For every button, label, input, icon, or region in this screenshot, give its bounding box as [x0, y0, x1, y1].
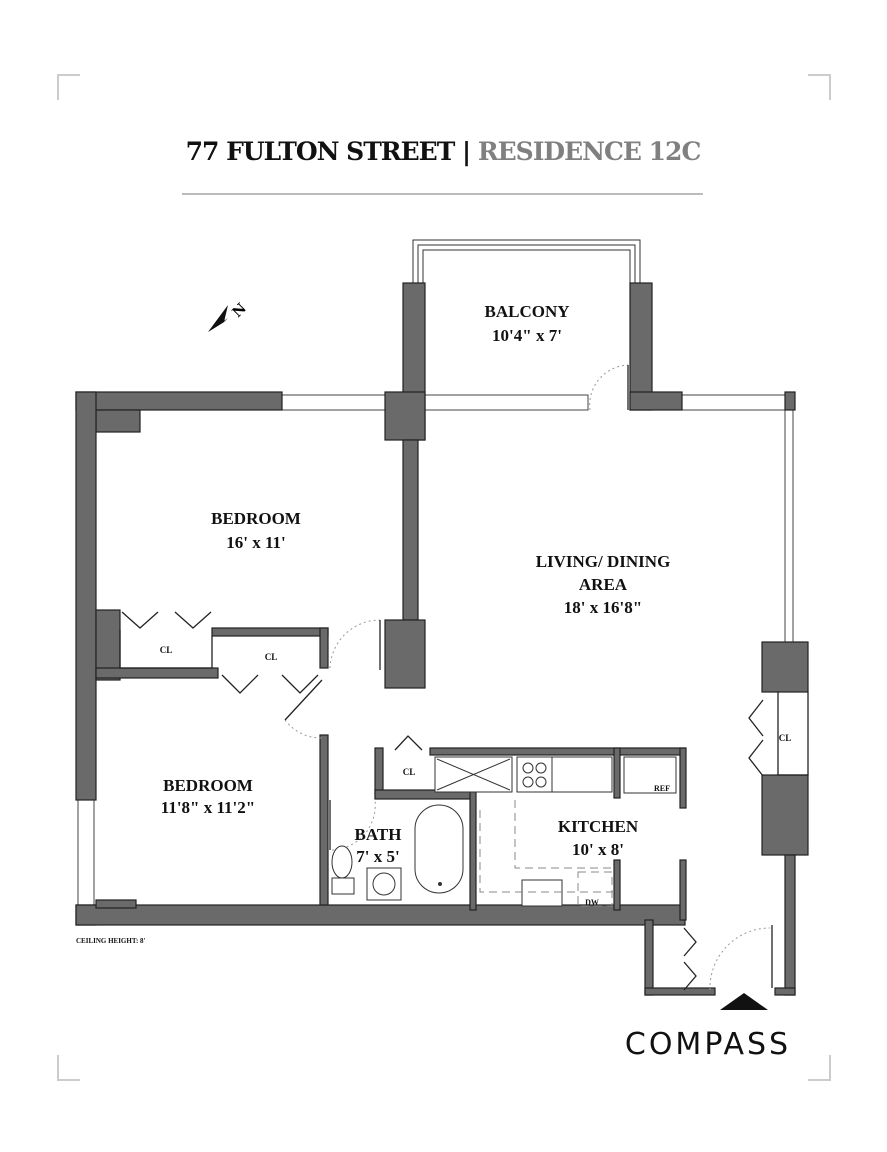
refrigerator-icon — [623, 756, 677, 794]
fixtures — [331, 756, 677, 907]
compass-logo: COMPASS — [625, 1027, 791, 1062]
title: 77 FULTON STREET | RESIDENCE 12C — [186, 137, 701, 166]
address: 77 FULTON STREET — [186, 137, 456, 166]
kitchen-dims: 10' x 8' — [572, 840, 624, 859]
balcony-dims: 10'4" x 7' — [492, 326, 562, 345]
balcony-railing — [412, 239, 641, 283]
corner-marks — [57, 74, 831, 1081]
balcony-label: BALCONY — [484, 302, 569, 321]
stove-icon — [516, 756, 553, 793]
residence: RESIDENCE 12C — [478, 137, 701, 166]
living-dims: 18' x 16'8" — [564, 598, 642, 617]
ref-label: REF — [654, 784, 670, 793]
closet-outlines — [119, 630, 809, 776]
entry-arrow-icon — [720, 993, 768, 1010]
bath-label: BATH — [355, 825, 402, 844]
closet-label: CL — [779, 733, 792, 743]
title-separator: | — [462, 137, 470, 166]
room-labels: BALCONY 10'4" x 7' BEDROOM 16' x 11' LIV… — [160, 302, 792, 907]
living-label-2: AREA — [579, 575, 628, 594]
bath-dims: 7' x 5' — [356, 847, 399, 866]
doors — [121, 364, 773, 991]
toilet-icon — [331, 845, 353, 879]
bedroom2-dims: 11'8" x 11'2" — [161, 798, 255, 817]
north-arrow-icon: N — [208, 300, 250, 332]
living-label: LIVING/ DINING — [536, 552, 671, 571]
bathtub-icon — [414, 804, 464, 894]
closet-label: CL — [265, 652, 278, 662]
closet-label: CL — [403, 767, 416, 777]
kitchen-sink-icon — [521, 879, 563, 907]
walls — [75, 282, 809, 996]
bedroom2-label: BEDROOM — [163, 776, 253, 795]
dw-label: DW — [585, 898, 599, 907]
bedroom1-dims: 16' x 11' — [226, 533, 286, 552]
svg-text:N: N — [230, 300, 251, 321]
kitchen-label: KITCHEN — [558, 817, 639, 836]
bedroom1-label: BEDROOM — [211, 509, 301, 528]
closet-label: CL — [160, 645, 173, 655]
ceiling-height: CEILING HEIGHT: 8' — [76, 937, 146, 945]
